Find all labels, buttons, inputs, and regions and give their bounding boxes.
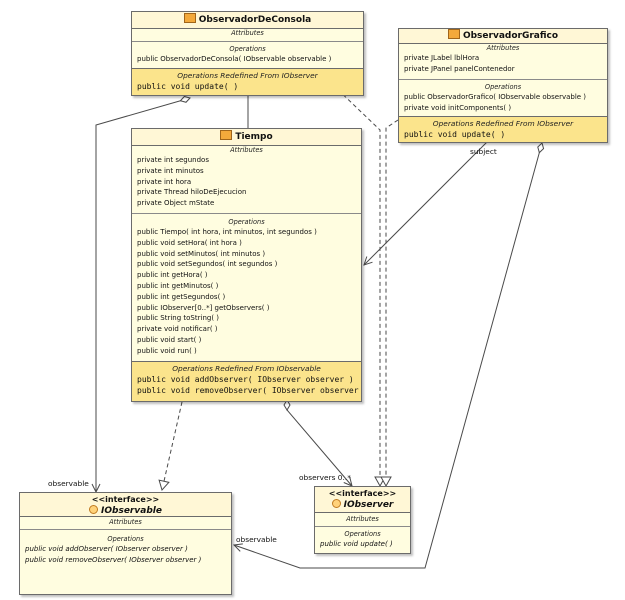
operations-caption: Operations (484, 83, 522, 91)
consola-observable-label: observable (48, 479, 89, 488)
class-header: <<interface>> IObservable (20, 493, 231, 517)
operation-row: public void run( ) (137, 346, 197, 355)
operations-caption: Operations (228, 218, 265, 226)
operation-row: public void setMinutos( int minutos ) (137, 249, 266, 258)
operation-row: public void removeObserver( IObserver ob… (25, 555, 202, 564)
interface-name: IObservable (101, 506, 162, 516)
operation-row: public ObservadorGrafico( IObservable ob… (404, 93, 587, 101)
operation-row: private void initComponents( ) (404, 103, 512, 112)
class-header: Tiempo (132, 129, 361, 146)
interface-name: IObserver (343, 500, 394, 510)
operation-row: public void addObserver( IObserver obser… (25, 545, 188, 553)
grafico-iobserver-realization (380, 119, 399, 488)
class-header: ObservadorDeConsola (132, 12, 363, 29)
operations-caption: Operations (344, 530, 381, 538)
stereotype-label: <<interface>> (328, 489, 397, 498)
attributes-caption: Attributes (486, 44, 520, 52)
class-header: ObservadorGrafico (399, 29, 607, 44)
attributes-section: Attributes (315, 513, 410, 526)
tiempo-observers-association (287, 400, 352, 486)
redefined-section: Operations Redefined From IObservable pu… (132, 361, 361, 401)
attributes-section: Attributes private int segundos private … (132, 145, 361, 212)
operation-row: public void setSegundos( int segundos ) (137, 260, 278, 269)
grafico-observable-association (234, 143, 542, 569)
class-icon (447, 29, 460, 39)
attribute-row: private JPanel panelContenedor (404, 64, 515, 73)
operations-section: Operations public void update( ) (315, 526, 410, 553)
attributes-caption: Attributes (231, 29, 264, 37)
redefined-row: public void removeObserver( IObserver ob… (137, 386, 361, 395)
class-name: Tiempo (235, 132, 273, 142)
attribute-row: private int minutos (137, 166, 204, 175)
attributes-section: Attributes private JLabel lblHora privat… (399, 43, 607, 79)
operations-caption: Operations (107, 535, 144, 543)
class-name: ObservadorDeConsola (198, 15, 312, 25)
interface-iobservable[interactable]: <<interface>> IObservable Attributes Ope… (19, 492, 232, 595)
attribute-row: private int segundos (137, 156, 209, 164)
class-icon (220, 130, 233, 140)
attributes-caption: Attributes (346, 515, 379, 523)
operation-row: public void update( ) (320, 540, 393, 548)
redefined-section: Operations Redefined From IObserver publ… (399, 116, 607, 142)
class-observador-de-consola[interactable]: ObservadorDeConsola Attributes Operation… (131, 11, 364, 96)
redefined-row: public void update( ) (404, 130, 506, 139)
operation-row: private void notificar( ) (137, 325, 218, 334)
grafico-subject-label: subject (470, 147, 497, 156)
operation-row: public int getSegundos( ) (137, 292, 226, 301)
operation-row: public int getMinutos( ) (137, 281, 219, 290)
attribute-row: private Thread hiloDeEjecucion (137, 188, 247, 197)
operation-row: public void setHora( int hora ) (137, 238, 242, 247)
interface-icon (331, 499, 341, 508)
attributes-section: Attributes (132, 28, 363, 41)
redefined-caption: Operations Redefined From IObserver (177, 71, 318, 80)
operation-row: public String toString( ) (137, 314, 220, 323)
redefined-section: Operations Redefined From IObserver publ… (132, 68, 363, 95)
class-icon (183, 13, 196, 23)
attribute-row: private int hora (137, 177, 192, 186)
operations-section: Operations public ObservadorGrafico( IOb… (399, 79, 607, 116)
operation-row: public int getHora( ) (137, 271, 208, 280)
operation-row: public Tiempo( int hora, int minutos, in… (137, 228, 317, 236)
redefined-row: public void addObserver( IObserver obser… (137, 375, 354, 384)
redefined-caption: Operations Redefined From IObserver (432, 119, 574, 128)
attributes-section: Attributes (20, 517, 231, 529)
interface-icon (89, 505, 99, 514)
attributes-caption: Attributes (109, 518, 142, 526)
redefined-row: public void update( ) (137, 82, 239, 91)
attribute-row: private Object mState (137, 199, 215, 208)
redefined-caption: Operations Redefined From IObservable (172, 364, 321, 373)
operations-section: Operations public ObservadorDeConsola( I… (132, 41, 363, 68)
operation-row: public void start( ) (137, 335, 202, 344)
interface-iobserver[interactable]: <<interface>> IObserver Attributes Opera… (314, 486, 411, 554)
grafico-subject-association (364, 141, 488, 265)
operation-row: public IObserver[0..*] getObservers( ) (137, 303, 270, 312)
operations-section: Operations public void addObserver( IObs… (20, 529, 231, 594)
tiempo-iobservable-realization (158, 401, 183, 492)
class-header: <<interface>> IObserver (315, 487, 410, 513)
stereotype-label: <<interface>> (91, 495, 160, 504)
grafico-observable-label: observable (236, 535, 277, 544)
class-observador-grafico[interactable]: ObservadorGrafico Attributes private JLa… (398, 28, 608, 143)
attribute-row: private JLabel lblHora (404, 54, 480, 62)
tiempo-observers-label: observers 0..* (299, 473, 351, 482)
class-tiempo[interactable]: Tiempo Attributes private int segundos p… (131, 128, 362, 402)
class-name: ObservadorGrafico (462, 31, 559, 41)
attributes-caption: Attributes (230, 146, 263, 154)
consola-observable-association (96, 98, 190, 492)
operation-row: public ObservadorDeConsola( IObservable … (137, 55, 332, 63)
operations-section: Operations public Tiempo( int hora, int … (132, 213, 361, 361)
operations-caption: Operations (229, 45, 266, 53)
